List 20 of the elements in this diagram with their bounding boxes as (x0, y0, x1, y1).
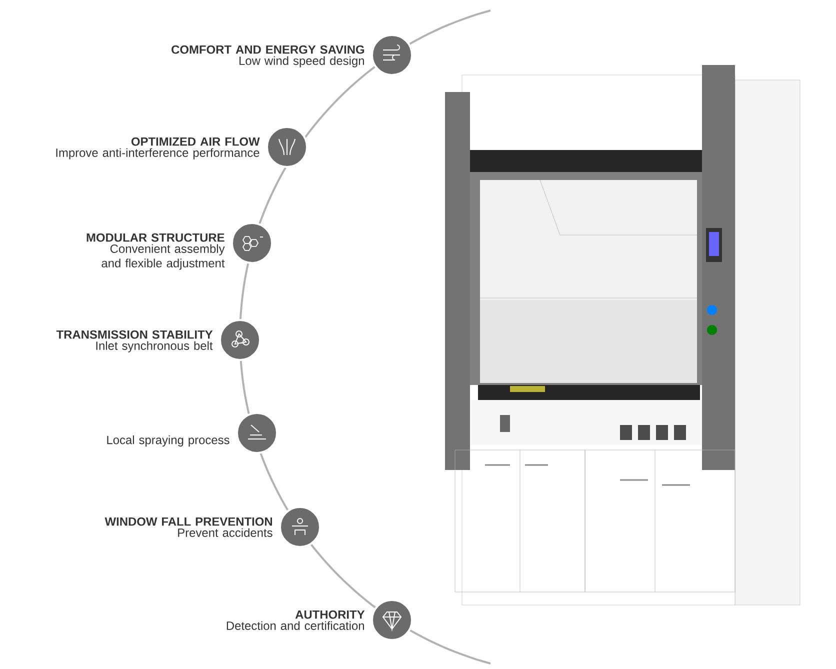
icon-circle (371, 34, 413, 76)
icon-circle (371, 599, 413, 641)
icon-circle (219, 319, 261, 361)
feature-description: Local spraying process (107, 435, 230, 447)
feature-description: Detection and certification (226, 621, 364, 630)
feature-heading: AUTHORITY (295, 610, 365, 619)
feature-description: Improve anti-interference performance (56, 148, 260, 160)
feature-description: Convenient assembly and flexible adjustment (102, 244, 225, 270)
icon-circle (231, 222, 273, 264)
feature-description: Low wind speed design (240, 56, 364, 68)
feature-heading: OPTIMIZED AIR FLOW (131, 137, 260, 146)
feature-heading: WINDOW FALL PREVENTION (104, 517, 272, 526)
feature-description: Prevent accidents (178, 528, 272, 537)
icon-circle (279, 506, 321, 548)
feature-heading: MODULAR STRUCTURE (86, 233, 224, 242)
feature-heading: COMFORT AND ENERGY SAVING (172, 45, 364, 54)
feature-heading: TRANSMISSION STABILITY (56, 330, 213, 339)
feature-description: Inlet synchronous belt (96, 341, 213, 352)
icon-circle (236, 412, 278, 454)
icon-circle (266, 126, 308, 168)
